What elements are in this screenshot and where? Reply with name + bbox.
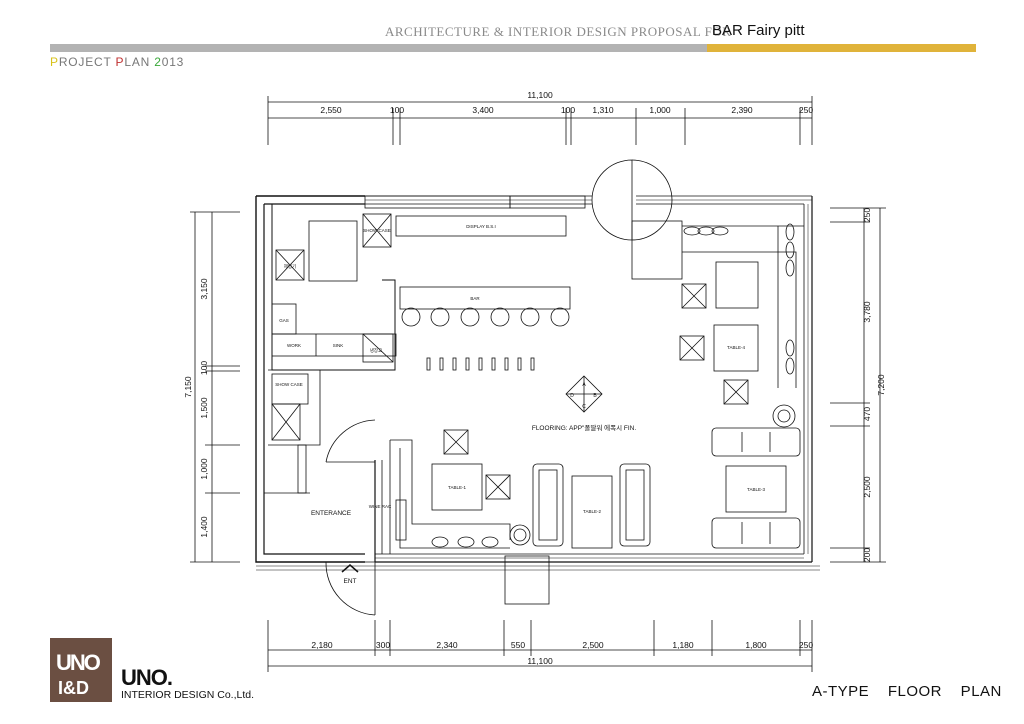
compass-d: D [570, 393, 574, 399]
dim-bottom-3: 2,340 [436, 640, 458, 650]
label-sink: SINK [333, 343, 344, 348]
uno-logo-icon: UNO I&D [56, 650, 103, 698]
dim-bottom-5: 2,500 [582, 640, 604, 650]
venue-name: BAR Fairy pitt [712, 22, 805, 39]
compass-a: A [582, 382, 586, 388]
header-bar-gold [707, 44, 976, 52]
dim-top-5: 1,310 [592, 105, 614, 115]
compass-c: C [582, 404, 586, 410]
dim-bottom-total: 11,100 [527, 656, 553, 666]
proposal-title: ARCHITECTURE & INTERIOR DESIGN PROPOSAL … [385, 24, 732, 39]
label-wine-rack: WINE RAC [369, 504, 392, 509]
dim-right-5: 200 [862, 548, 872, 562]
dim-left-total: 7,150 [183, 376, 193, 398]
dim-top-1: 2,550 [320, 105, 342, 115]
label-flooring: FLOORING: APP"폴딸워 에폭시 FIN. [532, 423, 636, 432]
dim-left-5: 1,400 [199, 516, 209, 538]
dim-right-4: 2,500 [862, 476, 872, 498]
dim-right-total: 7,200 [876, 374, 886, 396]
label-ent: ENT [344, 578, 357, 585]
dim-bottom-6: 1,180 [672, 640, 694, 650]
label-table-2: TABLE-2 [583, 509, 601, 514]
dim-right-1: 250 [862, 208, 872, 222]
project-plan-label: PROJECT PLAN 2013 [50, 55, 185, 69]
compass-b: B [593, 393, 597, 399]
dim-top-2: 100 [390, 105, 404, 115]
label-bar: BAR [470, 296, 480, 301]
svg-text:I&D: I&D [58, 678, 89, 698]
company-logo-mark: UNO I&D [50, 638, 112, 702]
header-bar-gray [50, 44, 707, 52]
dim-bottom-8: 250 [799, 640, 813, 650]
label-gas: GAS [279, 318, 289, 323]
dim-top-3: 3,400 [472, 105, 494, 115]
label-fridge: 냉장고 [370, 347, 382, 353]
dim-bottom-7: 1,800 [745, 640, 767, 650]
dim-top-6: 1,000 [649, 105, 671, 115]
label-show-case-top: SHOW CASE [363, 228, 391, 233]
dim-bottom-1: 2,180 [311, 640, 333, 650]
label-table-4: TABLE-4 [727, 345, 745, 350]
label-show-case-left: SHOW CASE [275, 382, 303, 387]
dim-right-3: 470 [862, 407, 872, 421]
dim-left-3: 1,500 [199, 397, 209, 419]
dim-left-2: 100 [199, 361, 209, 375]
svg-text:UNO: UNO [56, 650, 101, 675]
dim-right-2: 3,780 [862, 301, 872, 323]
dim-left-4: 1,000 [199, 458, 209, 480]
dim-top-total: 11,100 [527, 90, 553, 100]
dim-bottom-4: 550 [511, 640, 525, 650]
label-ice-maker: 제빙기 [284, 263, 296, 270]
dim-bottom-2: 300 [376, 640, 390, 650]
dim-top-7: 2,390 [731, 105, 753, 115]
drawing-type-label: A-TYPE FLOOR PLAN [812, 683, 1002, 700]
label-display: DISPLAY B.S.I [466, 224, 496, 229]
dim-left-1: 3,150 [199, 278, 209, 300]
dim-top-8: 250 [799, 105, 813, 115]
label-work: WORK [287, 343, 301, 348]
label-table-1: TABLE-1 [448, 485, 466, 490]
label-entrance: ENTERANCE [311, 510, 352, 517]
company-name: UNO. [121, 665, 173, 690]
label-table-3: TABLE-3 [747, 487, 765, 492]
dim-top-4: 100 [561, 105, 575, 115]
company-subtitle: INTERIOR DESIGN Co.,Ltd. [121, 689, 255, 701]
